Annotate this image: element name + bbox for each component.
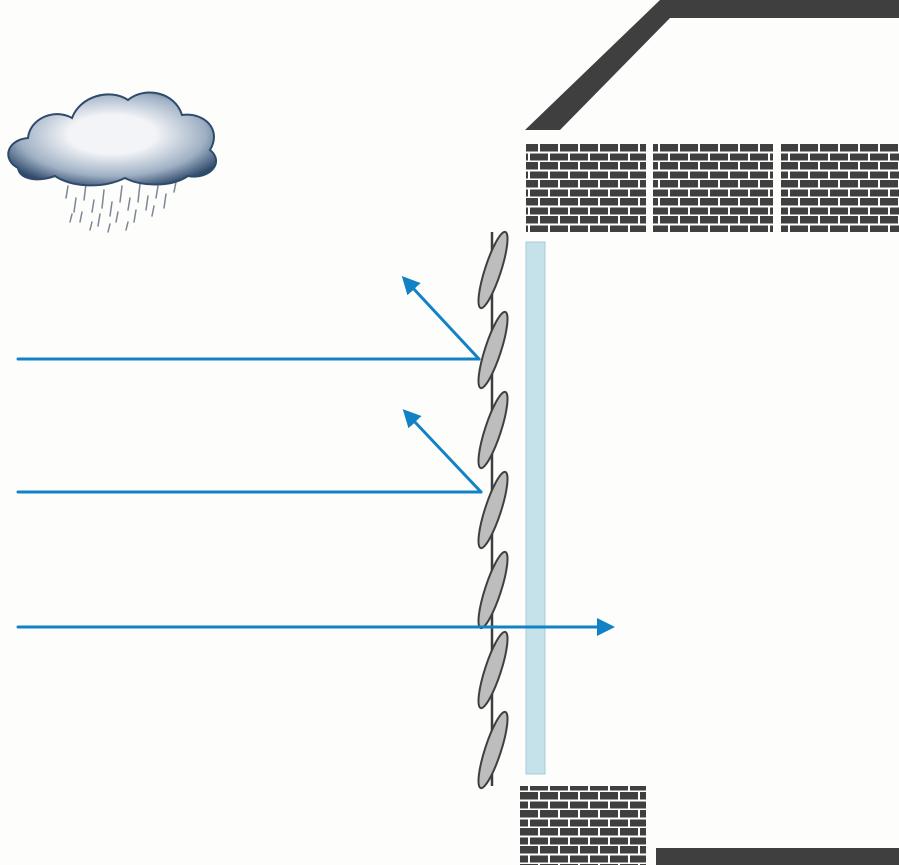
rain-drop [65, 185, 69, 199]
brick-block-2 [653, 144, 773, 232]
rain-drop [151, 205, 155, 217]
rain-drop [173, 181, 177, 193]
rain-cloud-icon [7, 91, 217, 233]
solar-rays [16, 276, 615, 636]
rain-drop [137, 183, 141, 203]
rain-drop [115, 211, 119, 223]
rain-drop [73, 197, 77, 213]
rain-drop [133, 209, 137, 223]
rain-drop [89, 221, 93, 231]
rain-drop [69, 213, 73, 223]
rain-drop [127, 197, 131, 211]
rain-drop [97, 213, 101, 227]
rain-drop [79, 211, 83, 223]
floor-slab [656, 848, 899, 865]
brick-block-1 [526, 144, 646, 232]
rain-drop [145, 195, 149, 211]
brick-block-lower [520, 786, 646, 865]
rain-drops [65, 181, 177, 233]
window-pane [525, 241, 546, 775]
louver-slat [477, 710, 509, 790]
rain-drop [101, 189, 105, 209]
louver-slat [477, 310, 509, 390]
louver-slat [477, 630, 509, 710]
rain-drop [107, 223, 111, 233]
rain-drop [109, 201, 113, 217]
rain-drop [163, 193, 167, 209]
rain-drop [119, 185, 123, 203]
rain-drop [83, 183, 87, 201]
louver-slat [477, 390, 509, 470]
ray-reflected-middle-bounce [402, 409, 483, 494]
ray-reflected-upper-bounce [401, 276, 481, 361]
rain-drop [125, 221, 129, 231]
rain-drop [91, 199, 95, 213]
roof [525, 0, 899, 130]
louver-slat [477, 470, 509, 550]
upper-wall [526, 144, 899, 232]
louver-slat [477, 230, 509, 310]
louver-shading [477, 230, 509, 790]
cloud-shape [7, 91, 217, 187]
brick-block-3 [781, 144, 899, 232]
rain-drop [155, 185, 159, 199]
lower-wall [520, 786, 899, 865]
